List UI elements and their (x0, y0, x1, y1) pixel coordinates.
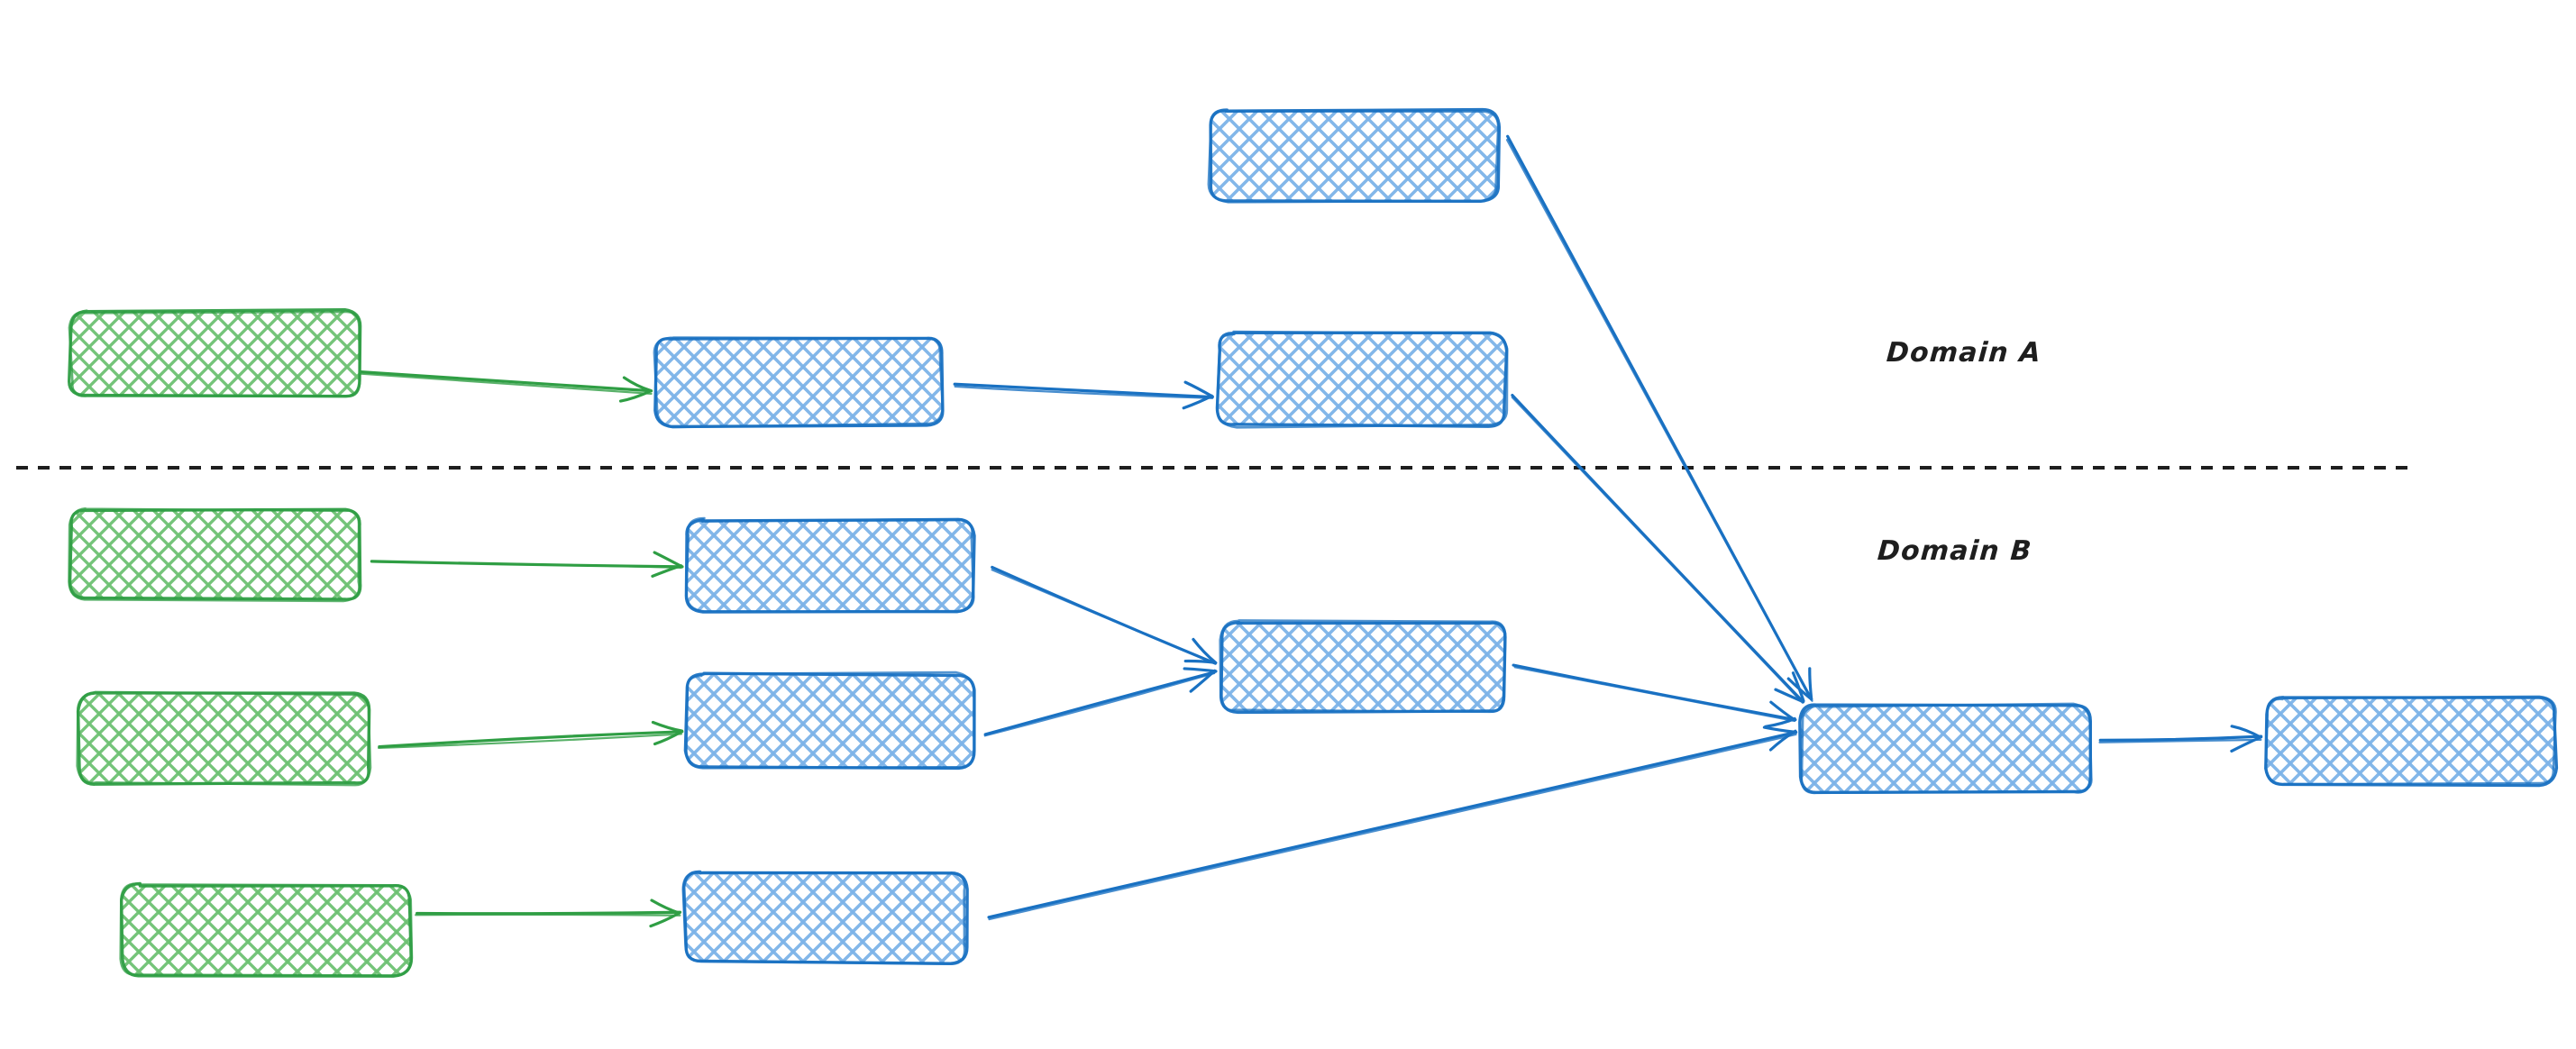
node-a-blue-1[interactable] (653, 336, 945, 429)
edge-e10 (1512, 663, 1797, 728)
node-a-blue-2[interactable] (1215, 330, 1509, 429)
node-b-hub[interactable] (1798, 702, 2093, 795)
node-b-blue-3[interactable] (681, 870, 969, 966)
node-layer (67, 107, 2559, 978)
edge-e3 (1505, 134, 1813, 702)
edge-e6 (378, 720, 684, 750)
edge-e8 (991, 565, 1218, 665)
node-b-green-1[interactable] (68, 506, 362, 603)
node-a-green-1[interactable] (67, 308, 362, 398)
node-a-blue-top[interactable] (1207, 107, 1502, 204)
edge-layer (359, 134, 2263, 928)
edge-e5 (370, 551, 684, 578)
edge-e1 (359, 370, 653, 403)
node-b-merge[interactable] (1219, 619, 1507, 715)
node-b-blue-2[interactable] (683, 670, 976, 771)
node-b-green-2[interactable] (76, 690, 372, 787)
edge-e4 (1511, 393, 1805, 704)
edge-e2 (953, 380, 1214, 410)
edge-e7 (415, 898, 682, 928)
node-b-blue-1[interactable] (684, 516, 976, 614)
node-b-green-3[interactable] (119, 881, 414, 978)
domain-b-label: Domain B (1876, 535, 2033, 567)
edge-e11 (987, 725, 1798, 921)
edge-e9 (983, 667, 1218, 737)
edge-e12 (2098, 725, 2263, 753)
node-b-final[interactable] (2264, 695, 2559, 788)
domain-a-label: Domain A (1885, 337, 2043, 369)
